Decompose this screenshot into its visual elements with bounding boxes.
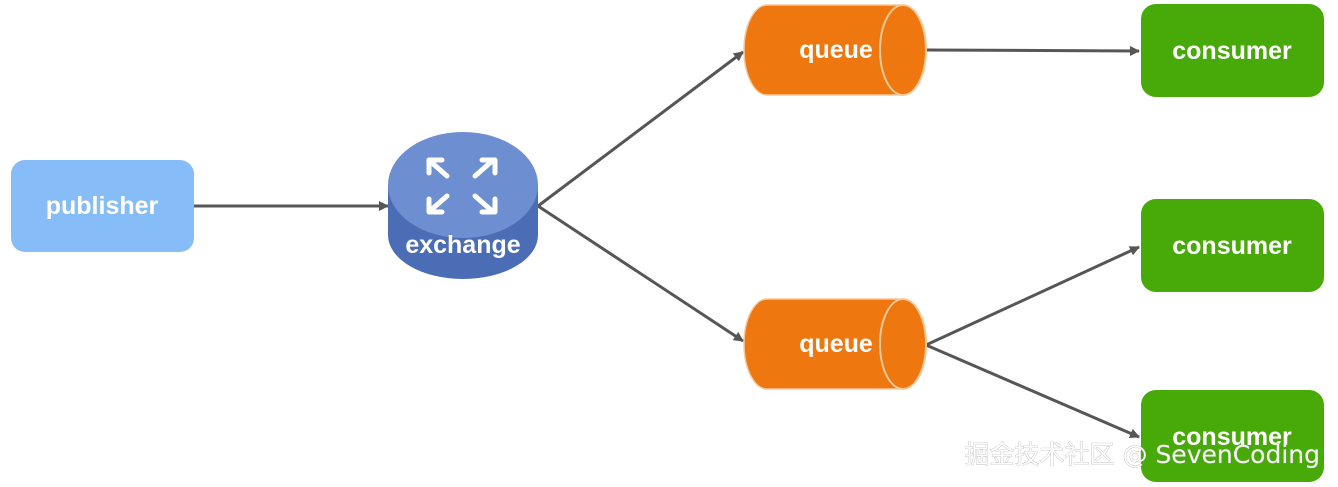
exchange-label: exchange [405, 231, 520, 259]
edges [194, 45, 1140, 439]
edge-queue-bottom-consumer-3 [925, 343, 1140, 439]
consumer-3-label: consumer [1172, 423, 1292, 451]
four-arrows-icon [426, 157, 498, 215]
consumer-2-label: consumer [1172, 232, 1292, 260]
publisher-label: publisher [46, 192, 159, 220]
queue-bottom-label: queue [799, 330, 873, 358]
consumer-1-label: consumer [1172, 37, 1292, 65]
exchange-node: exchange [388, 132, 538, 279]
queue-top-label: queue [799, 36, 873, 64]
consumer-3-node: consumer [1141, 390, 1324, 482]
queue-bottom-node: queue [743, 298, 927, 390]
edge-queue-bottom-consumer-2 [925, 245, 1140, 347]
consumer-1-node: consumer [1141, 4, 1324, 97]
publisher-node: publisher [11, 160, 194, 252]
consumer-2-node: consumer [1141, 199, 1324, 292]
queue-top-node: queue [743, 4, 927, 96]
edge-queue-top-consumer-1 [925, 45, 1140, 56]
edge-exchange-queue-top [537, 50, 744, 208]
edge-exchange-queue-bottom [537, 204, 744, 343]
watermark: 掘金技术社区 @ SevenCoding [965, 440, 1320, 469]
